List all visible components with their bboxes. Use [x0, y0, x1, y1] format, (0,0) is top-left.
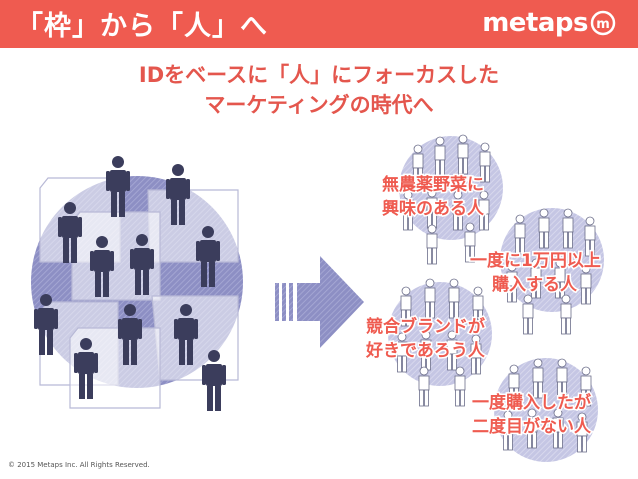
arrow-right-icon: [275, 256, 364, 348]
segment-4-label-line-2: 二度目がない人: [472, 416, 592, 437]
segment-1-label-line-1: 無農薬野菜に: [382, 174, 484, 195]
segment-cluster-2: [500, 208, 604, 335]
copyright-notice: © 2015 Metaps Inc. All Rights Reserved.: [8, 461, 150, 469]
segment-cluster-4: [494, 358, 598, 462]
segment-cluster-3: [388, 278, 492, 407]
subtitle-line-2: マーケティングの時代へ: [204, 93, 434, 117]
segment-3-label-line-1: 競合ブランドが: [366, 316, 485, 337]
slide-title: 「枠」から「人」へ: [16, 11, 268, 42]
metaps-logo: metaps m: [482, 8, 616, 38]
subtitle: IDをベースに「人」にフォーカスした マーケティングの時代へ: [0, 60, 638, 120]
logo-mark-icon: m: [590, 10, 616, 36]
segment-2-label-line-2: 購入する人: [492, 274, 578, 295]
segment-4-label-line-1: 一度購入したが: [472, 392, 591, 413]
subtitle-line-1: IDをベースに「人」にフォーカスした: [138, 63, 500, 87]
segment-1-label-line-2: 興味のある人: [382, 198, 485, 219]
header-bar: 「枠」から「人」へ metaps m: [0, 0, 638, 48]
logo-wordmark: metaps: [482, 8, 588, 38]
segment-2-label-line-1: 一度に1万円以上: [470, 250, 601, 271]
segment-cluster-1: [399, 134, 503, 265]
logo-mark-glyph: m: [596, 17, 610, 32]
segment-3-label-line-2: 好きであろう人: [365, 340, 486, 361]
